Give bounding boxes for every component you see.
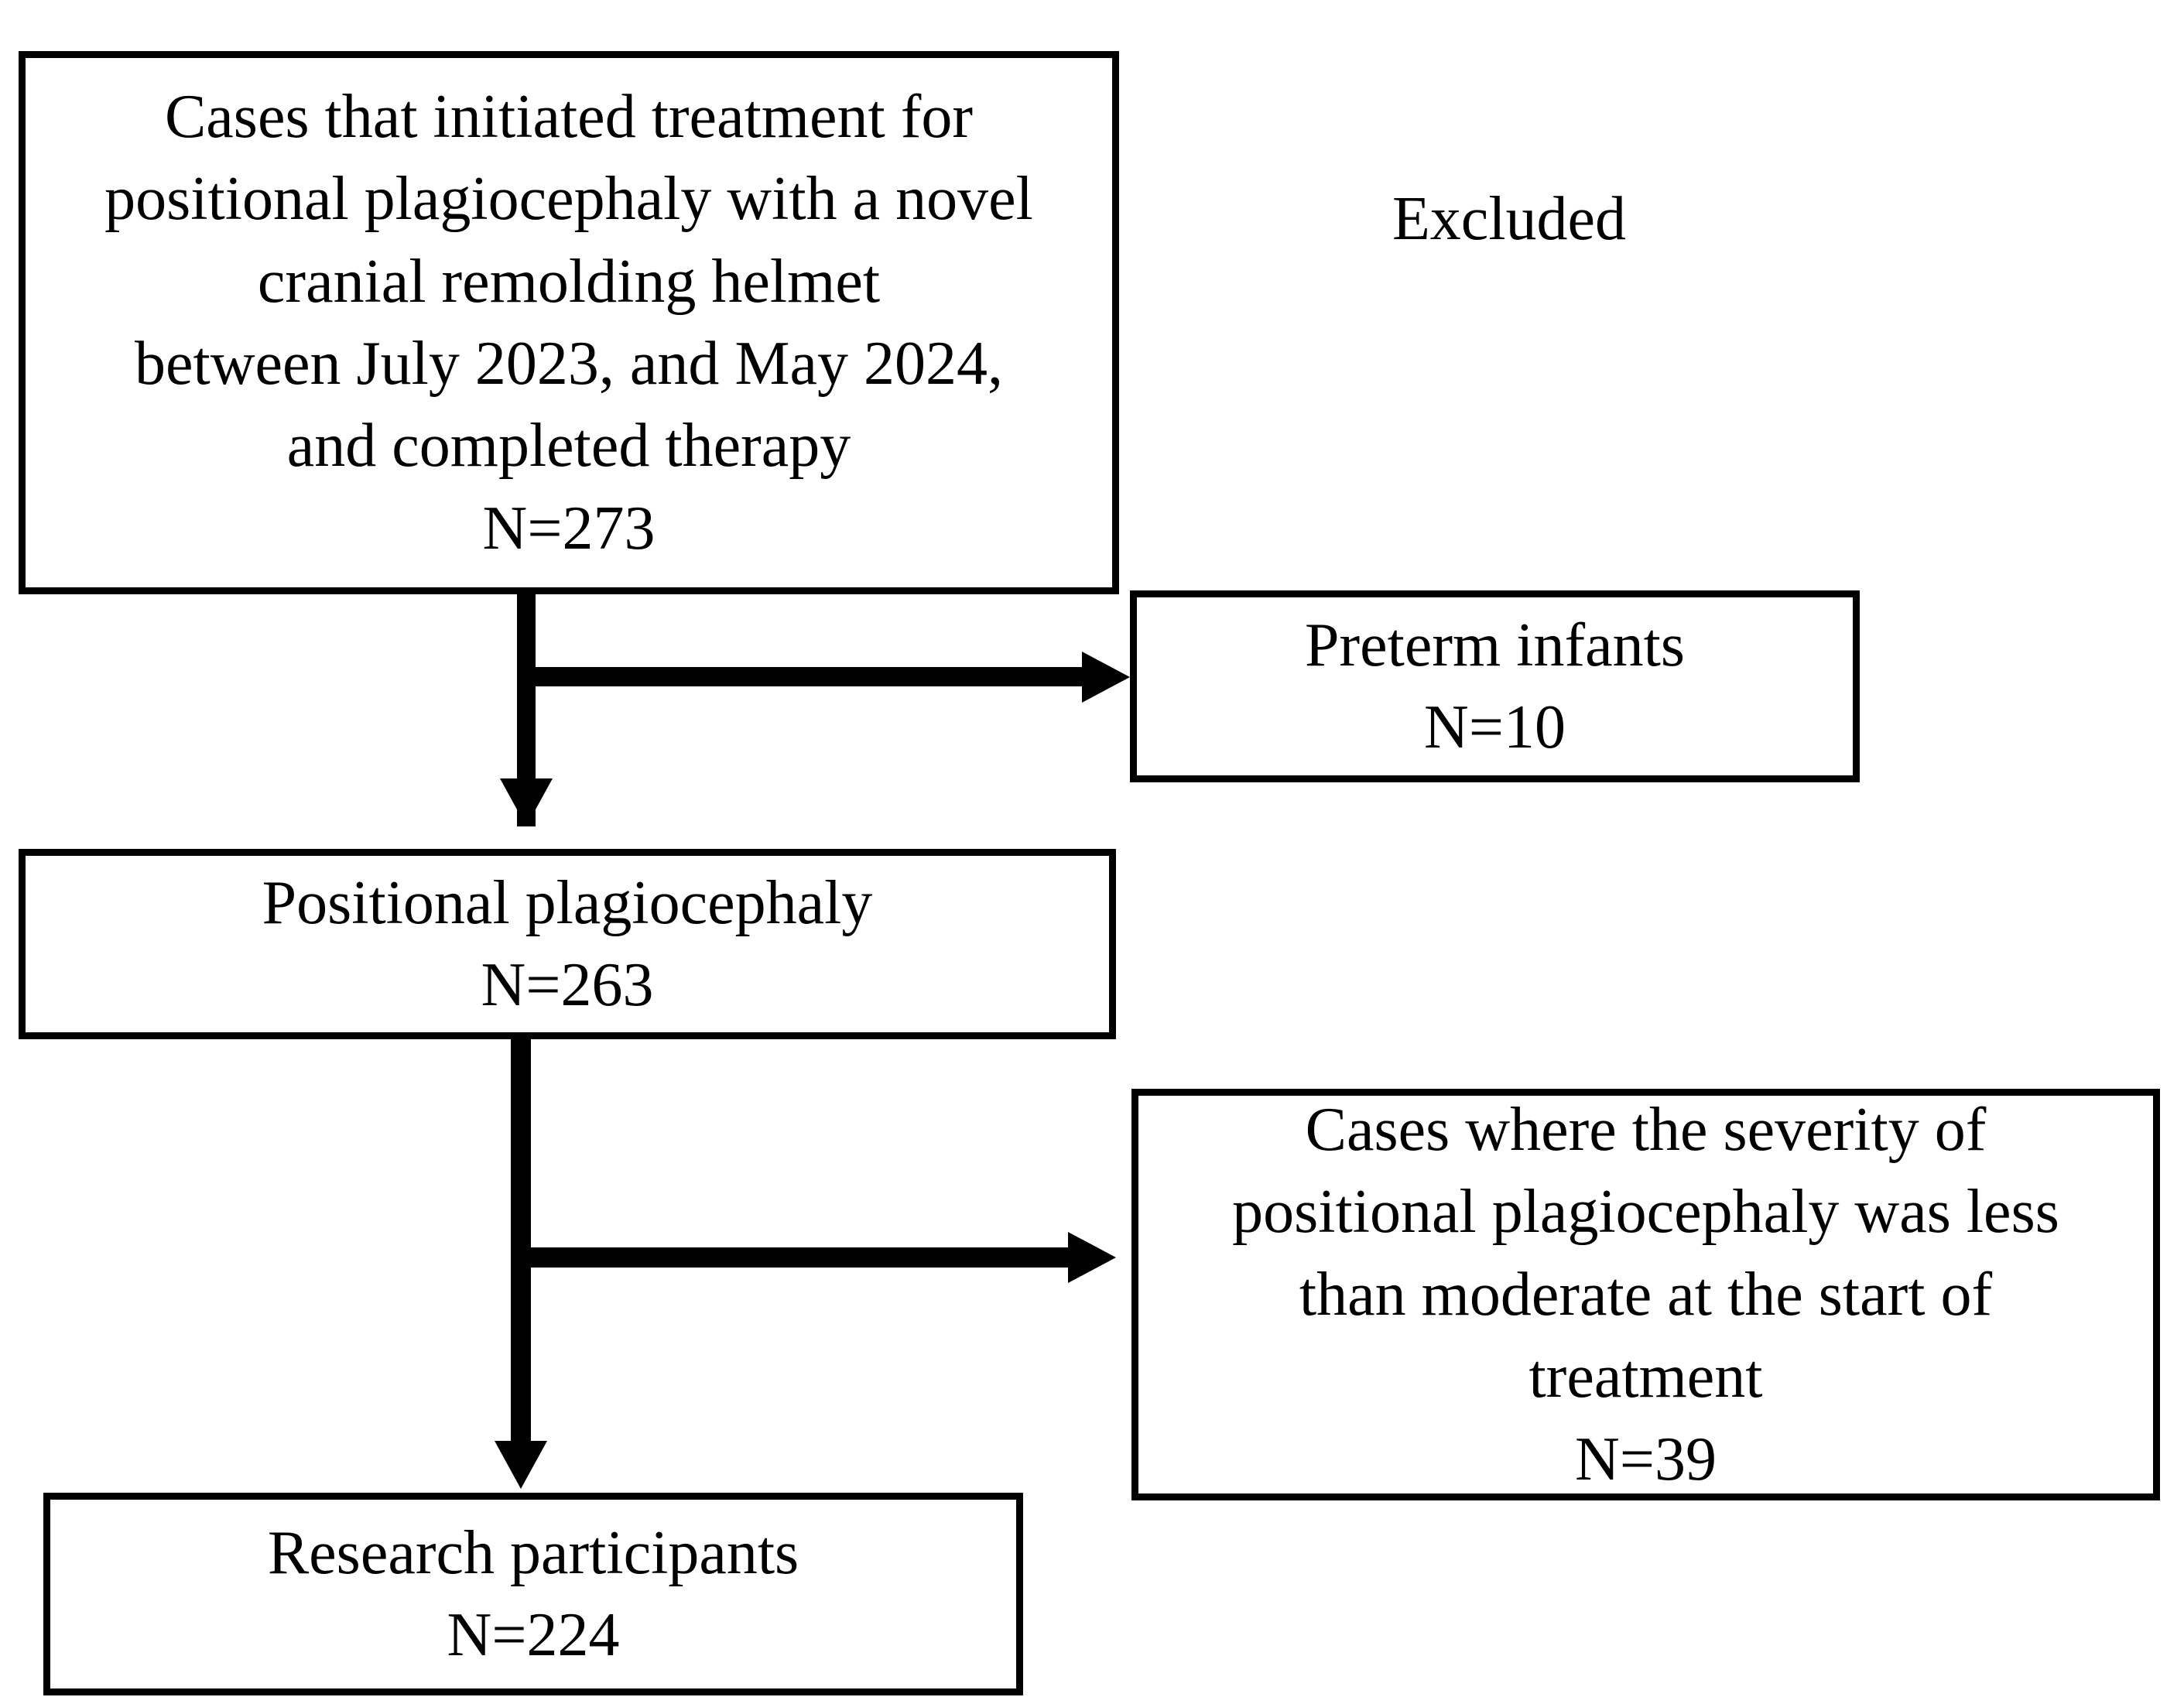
flow-box-positional-plagiocephaly: Positional plagiocephaly N=263 [19,849,1116,1039]
box-line: than moderate at the start of [1299,1260,1993,1329]
connector-diagnosis-to-severity-stem [522,1247,1070,1268]
box-line-count: N=39 [1575,1425,1717,1493]
flow-box-severity-less-than-moderate: Cases where the severity of positional p… [1131,1089,2160,1500]
arrowhead-down-icon [500,778,553,826]
box-line-count: N=224 [447,1601,620,1669]
box-line: Positional plagiocephaly [262,868,873,937]
flow-box-research-participants: Research participants N=224 [43,1493,1023,1695]
box-line: and completed therapy [286,412,851,481]
arrowhead-right-icon [1082,652,1130,703]
box-line: cranial remolding helmet [257,247,881,316]
box-line: Preterm infants [1305,611,1685,679]
box-line: between July 2023, and May 2024, [134,330,1004,398]
box-line: positional plagiocephaly was less [1232,1178,2059,1247]
connector-diagnosis-to-research-stem [511,1039,531,1445]
box-line-count: N=263 [481,951,654,1019]
box-line: positional plagiocephaly with a novel [104,165,1033,234]
box-line: Research participants [267,1518,799,1587]
box-line: Cases where the severity of [1305,1096,1987,1165]
excluded-section-label: Excluded [1392,185,1627,253]
connector-enrolled-to-preterm-stem [526,667,1085,686]
flow-box-enrolled-cases: Cases that initiated treatment for posit… [19,51,1119,594]
box-line-count: N=10 [1424,693,1566,761]
arrowhead-down-icon [495,1441,547,1489]
box-line: Cases that initiated treatment for [164,82,974,151]
box-line: treatment [1528,1343,1763,1411]
flow-box-preterm-infants: Preterm infants N=10 [1130,590,1860,782]
arrowhead-right-icon [1068,1232,1116,1283]
box-line-count: N=273 [482,494,656,563]
